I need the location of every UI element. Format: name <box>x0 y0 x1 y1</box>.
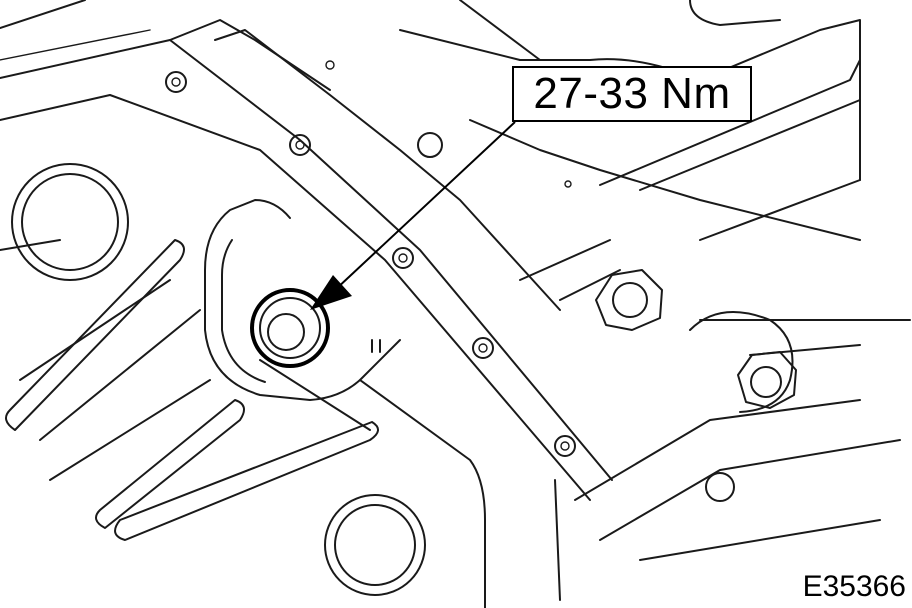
cross-member <box>0 0 613 501</box>
flange-bolts <box>165 60 576 457</box>
hex-bolts <box>595 269 797 409</box>
circular-bosses <box>11 132 735 596</box>
engine-block <box>459 0 911 413</box>
pan-ribs <box>5 239 379 541</box>
torque-value: 27-33 Nm <box>533 69 731 118</box>
figure-id-label: E35366 <box>802 570 906 603</box>
leader-arrow <box>310 121 516 310</box>
oil-pan-flange <box>0 29 901 608</box>
drain-plug <box>250 288 381 368</box>
torque-callout: 27-33 Nm <box>512 66 752 122</box>
